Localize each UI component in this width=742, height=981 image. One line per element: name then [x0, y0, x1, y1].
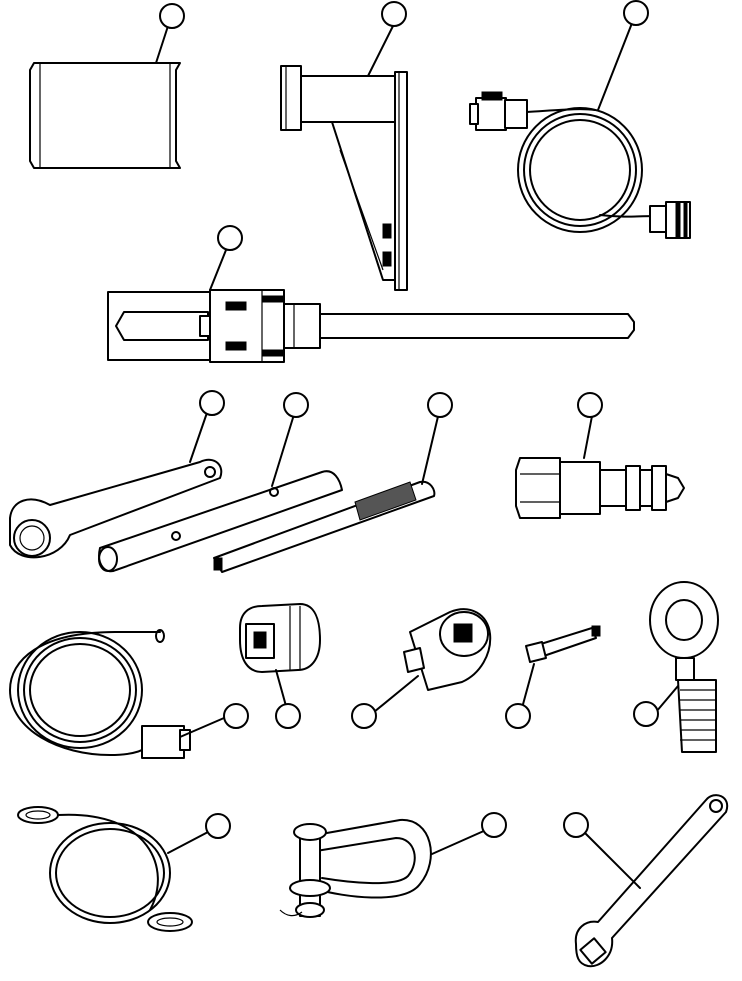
coiled-hose — [9, 629, 225, 759]
wire-rope-sling — [17, 806, 209, 932]
bracket-fixture — [280, 25, 408, 291]
tube-bar — [98, 407, 343, 573]
callout-5 — [199, 390, 225, 416]
callout-10 — [275, 703, 301, 729]
drive-socket — [239, 603, 321, 707]
quick-coupler — [515, 415, 685, 519]
box-wrench — [574, 794, 729, 968]
spacer-block — [29, 25, 181, 169]
puller-tool — [107, 249, 635, 363]
adapter-cable — [469, 17, 691, 239]
callout-13 — [633, 701, 659, 727]
callout-16 — [563, 812, 589, 838]
shackle — [279, 818, 487, 918]
callout-9 — [223, 703, 249, 729]
callout-6 — [283, 392, 309, 418]
callout-2 — [381, 1, 407, 27]
square-socket — [373, 608, 492, 713]
callout-14 — [205, 813, 231, 839]
callout-3 — [623, 0, 649, 26]
extension-adapter — [521, 625, 601, 709]
callout-4 — [217, 225, 243, 251]
callout-15 — [481, 812, 507, 838]
callout-7 — [427, 392, 453, 418]
callout-11 — [351, 703, 377, 729]
ring-wrench — [9, 403, 223, 559]
callout-8 — [577, 392, 603, 418]
knurled-pin — [213, 407, 441, 573]
eye-bolt — [649, 581, 719, 753]
callout-12 — [505, 703, 531, 729]
callout-1 — [159, 3, 185, 29]
